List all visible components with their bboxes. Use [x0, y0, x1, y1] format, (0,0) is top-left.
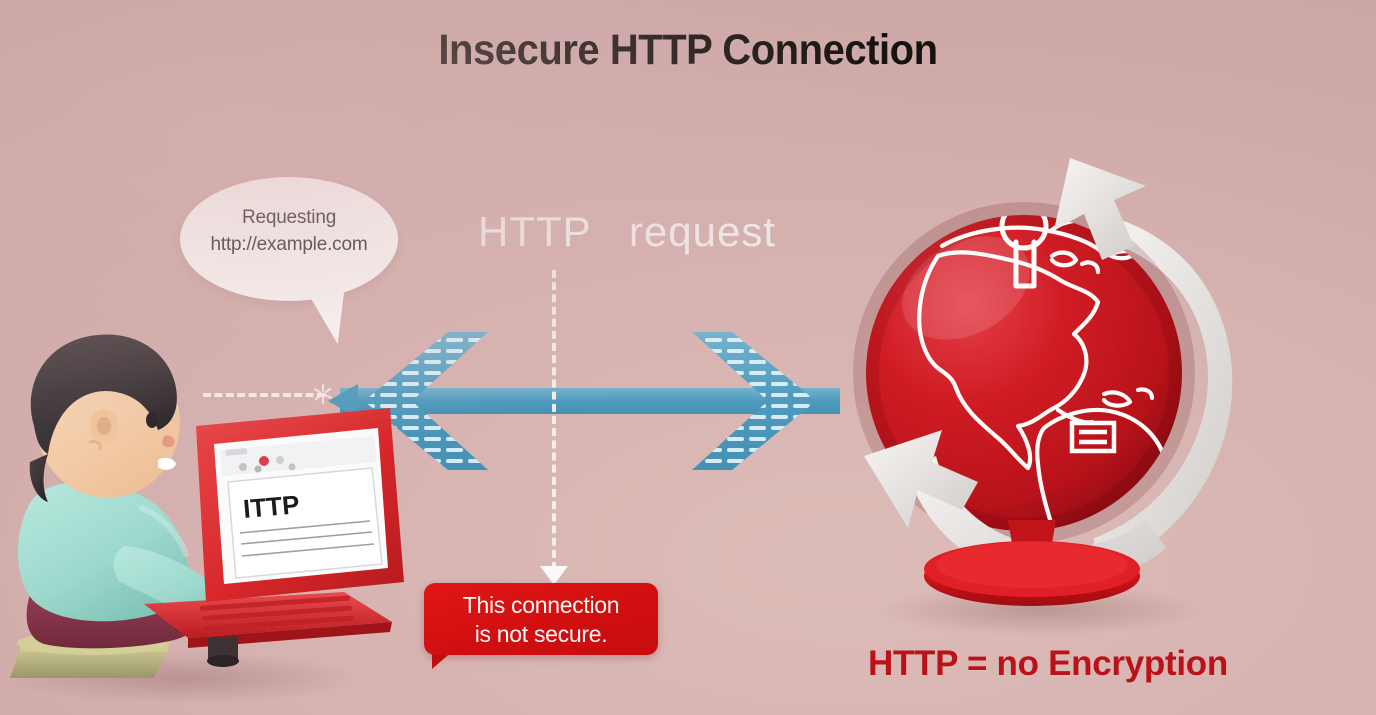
sync-arrow-head-top	[1054, 158, 1146, 260]
toolbar-icon-small-3	[288, 463, 296, 471]
http-request-label: HTTP request	[478, 208, 776, 255]
eye	[146, 412, 158, 428]
speech-bubble-text: Requesting http://example.com	[210, 207, 368, 255]
sync-arrow-head-bottom	[864, 430, 978, 528]
page-title: Insecure HTTP Connection	[438, 26, 938, 74]
warning-line-1: This connection	[462, 592, 620, 618]
dashed-arrow-head	[540, 566, 568, 585]
browser-content	[227, 467, 383, 579]
globe-illustration	[846, 138, 1286, 638]
url-bar	[225, 448, 248, 456]
sync-arc-back	[1094, 216, 1233, 574]
lock-marker-icon	[999, 215, 1049, 289]
laptop-base	[144, 592, 392, 667]
toolbar-icon-red	[259, 456, 269, 466]
globe-stand	[924, 520, 1140, 606]
encryption-note: HTTP = no Encryption	[868, 644, 1228, 683]
mouth	[158, 457, 176, 470]
toolbar-icon-grey	[276, 456, 284, 464]
laptop-lid: ITTP	[196, 408, 404, 602]
http-channel-arrow	[320, 320, 860, 482]
toolbar-icon-small-2	[254, 465, 262, 473]
sparkle-icon	[311, 382, 335, 406]
speech-bubble	[180, 177, 398, 301]
toolbar-icon-small	[239, 463, 247, 471]
browser-protocol-text: ITTP	[242, 489, 301, 524]
equals-marker-icon	[1069, 420, 1117, 454]
warning-line-2: is not secure.	[474, 621, 608, 648]
nose	[162, 435, 175, 448]
warning-callout-text: This connection is not secure.	[424, 591, 658, 649]
person-head	[29, 334, 180, 502]
user-illustration: ITTP	[0, 330, 422, 715]
dashed-connector-horizontal	[203, 393, 325, 397]
dashed-connector-vertical	[552, 270, 556, 570]
warning-callout	[424, 583, 658, 655]
